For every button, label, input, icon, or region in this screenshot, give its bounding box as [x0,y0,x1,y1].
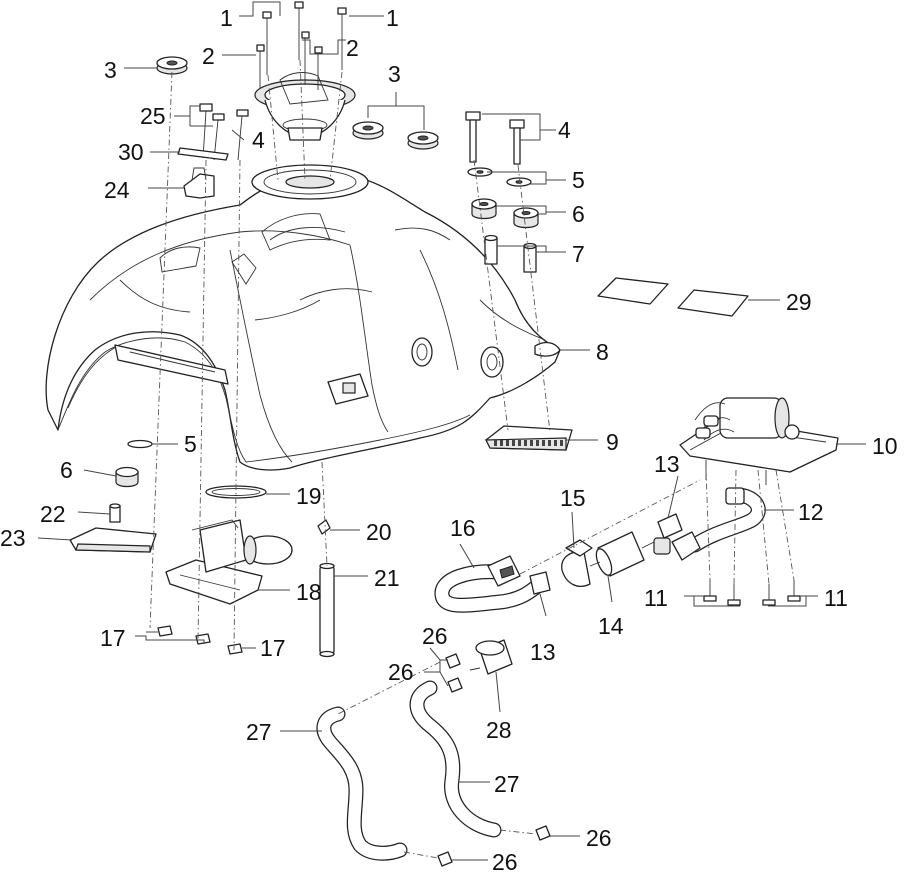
callout-4: 4 [558,117,571,143]
lower-mount-hardware [69,439,157,553]
fuel-tank [45,164,561,471]
filter-bracket [561,539,593,587]
drain-tube [319,562,335,658]
callout-12: 12 [798,499,824,525]
rubber-grommets [156,56,439,150]
pump-bracket [165,519,293,605]
callout-16: 16 [450,515,476,541]
connector-pin [500,440,503,446]
callout-8: 8 [596,339,609,365]
clip-20 [317,519,331,535]
connector-block [485,425,573,451]
rollover-valve [469,639,513,675]
callout-4: 4 [252,127,265,153]
callout-26: 26 [422,623,448,649]
connector-pin [560,440,563,446]
callout-5: 5 [572,167,585,193]
callout-11: 11 [824,585,848,611]
callout-19: 19 [296,483,322,509]
bolts-top [256,1,347,90]
leader-lines [37,1,866,861]
callout-5: 5 [184,431,197,457]
callout-27: 27 [494,771,520,797]
callout-14: 14 [598,613,624,639]
fuel-hose-16 [434,555,548,613]
callout-labels: 1 1 2 2 3 3 25 4 4 30 24 5 5 6 6 7 29 8 … [0,5,898,874]
callout-7: 7 [572,241,585,267]
callout-13: 13 [530,639,556,665]
callout-25: 25 [140,103,166,129]
callout-2: 2 [346,35,359,61]
vent-hose-right [409,680,502,838]
connector-pin [524,440,527,446]
connector-pin [542,440,545,446]
connector-pin [506,440,509,446]
callout-24: 24 [104,177,130,203]
callout-18: 18 [296,579,322,605]
callout-20: 20 [366,519,392,545]
callout-10: 10 [872,433,898,459]
fuel-pump-assembly [679,397,839,485]
connector-pin [518,440,521,446]
connector-pin [536,440,539,446]
callout-26: 26 [586,825,612,851]
adhesive-pads [597,277,749,317]
callout-17: 17 [100,625,126,651]
fuel-filter [589,531,655,577]
callout-2: 2 [202,43,215,69]
callout-30: 30 [118,139,144,165]
nuts-17 [157,625,243,655]
fuel-hose-12 [653,487,766,561]
assembly-centerlines [149,59,795,859]
connector-pin [494,440,497,446]
callout-6: 6 [572,201,585,227]
callout-6: 6 [60,457,73,483]
callout-28: 28 [486,717,512,743]
connector-pin [512,440,515,446]
callout-21: 21 [374,565,400,591]
callout-11: 11 [644,585,668,611]
callout-3: 3 [104,57,117,83]
front-mount-hardware [177,103,249,199]
callout-27: 27 [246,719,272,745]
callout-29: 29 [786,289,812,315]
callout-13: 13 [654,451,680,477]
callout-22: 22 [40,501,66,527]
screws-11 [703,580,801,606]
vent-hose-left [316,706,408,861]
hose-clamps-13 [529,513,683,595]
callout-23: 23 [0,525,26,551]
callout-1: 1 [220,5,233,31]
connector-pin [554,440,557,446]
callout-1: 1 [386,5,399,31]
connector-pin [548,440,551,446]
callout-26: 26 [492,849,518,874]
callout-9: 9 [606,429,619,455]
callout-17: 17 [260,635,286,661]
connector-pin [530,440,533,446]
callout-3: 3 [388,61,401,87]
callout-15: 15 [560,485,586,511]
callout-26: 26 [388,659,414,685]
